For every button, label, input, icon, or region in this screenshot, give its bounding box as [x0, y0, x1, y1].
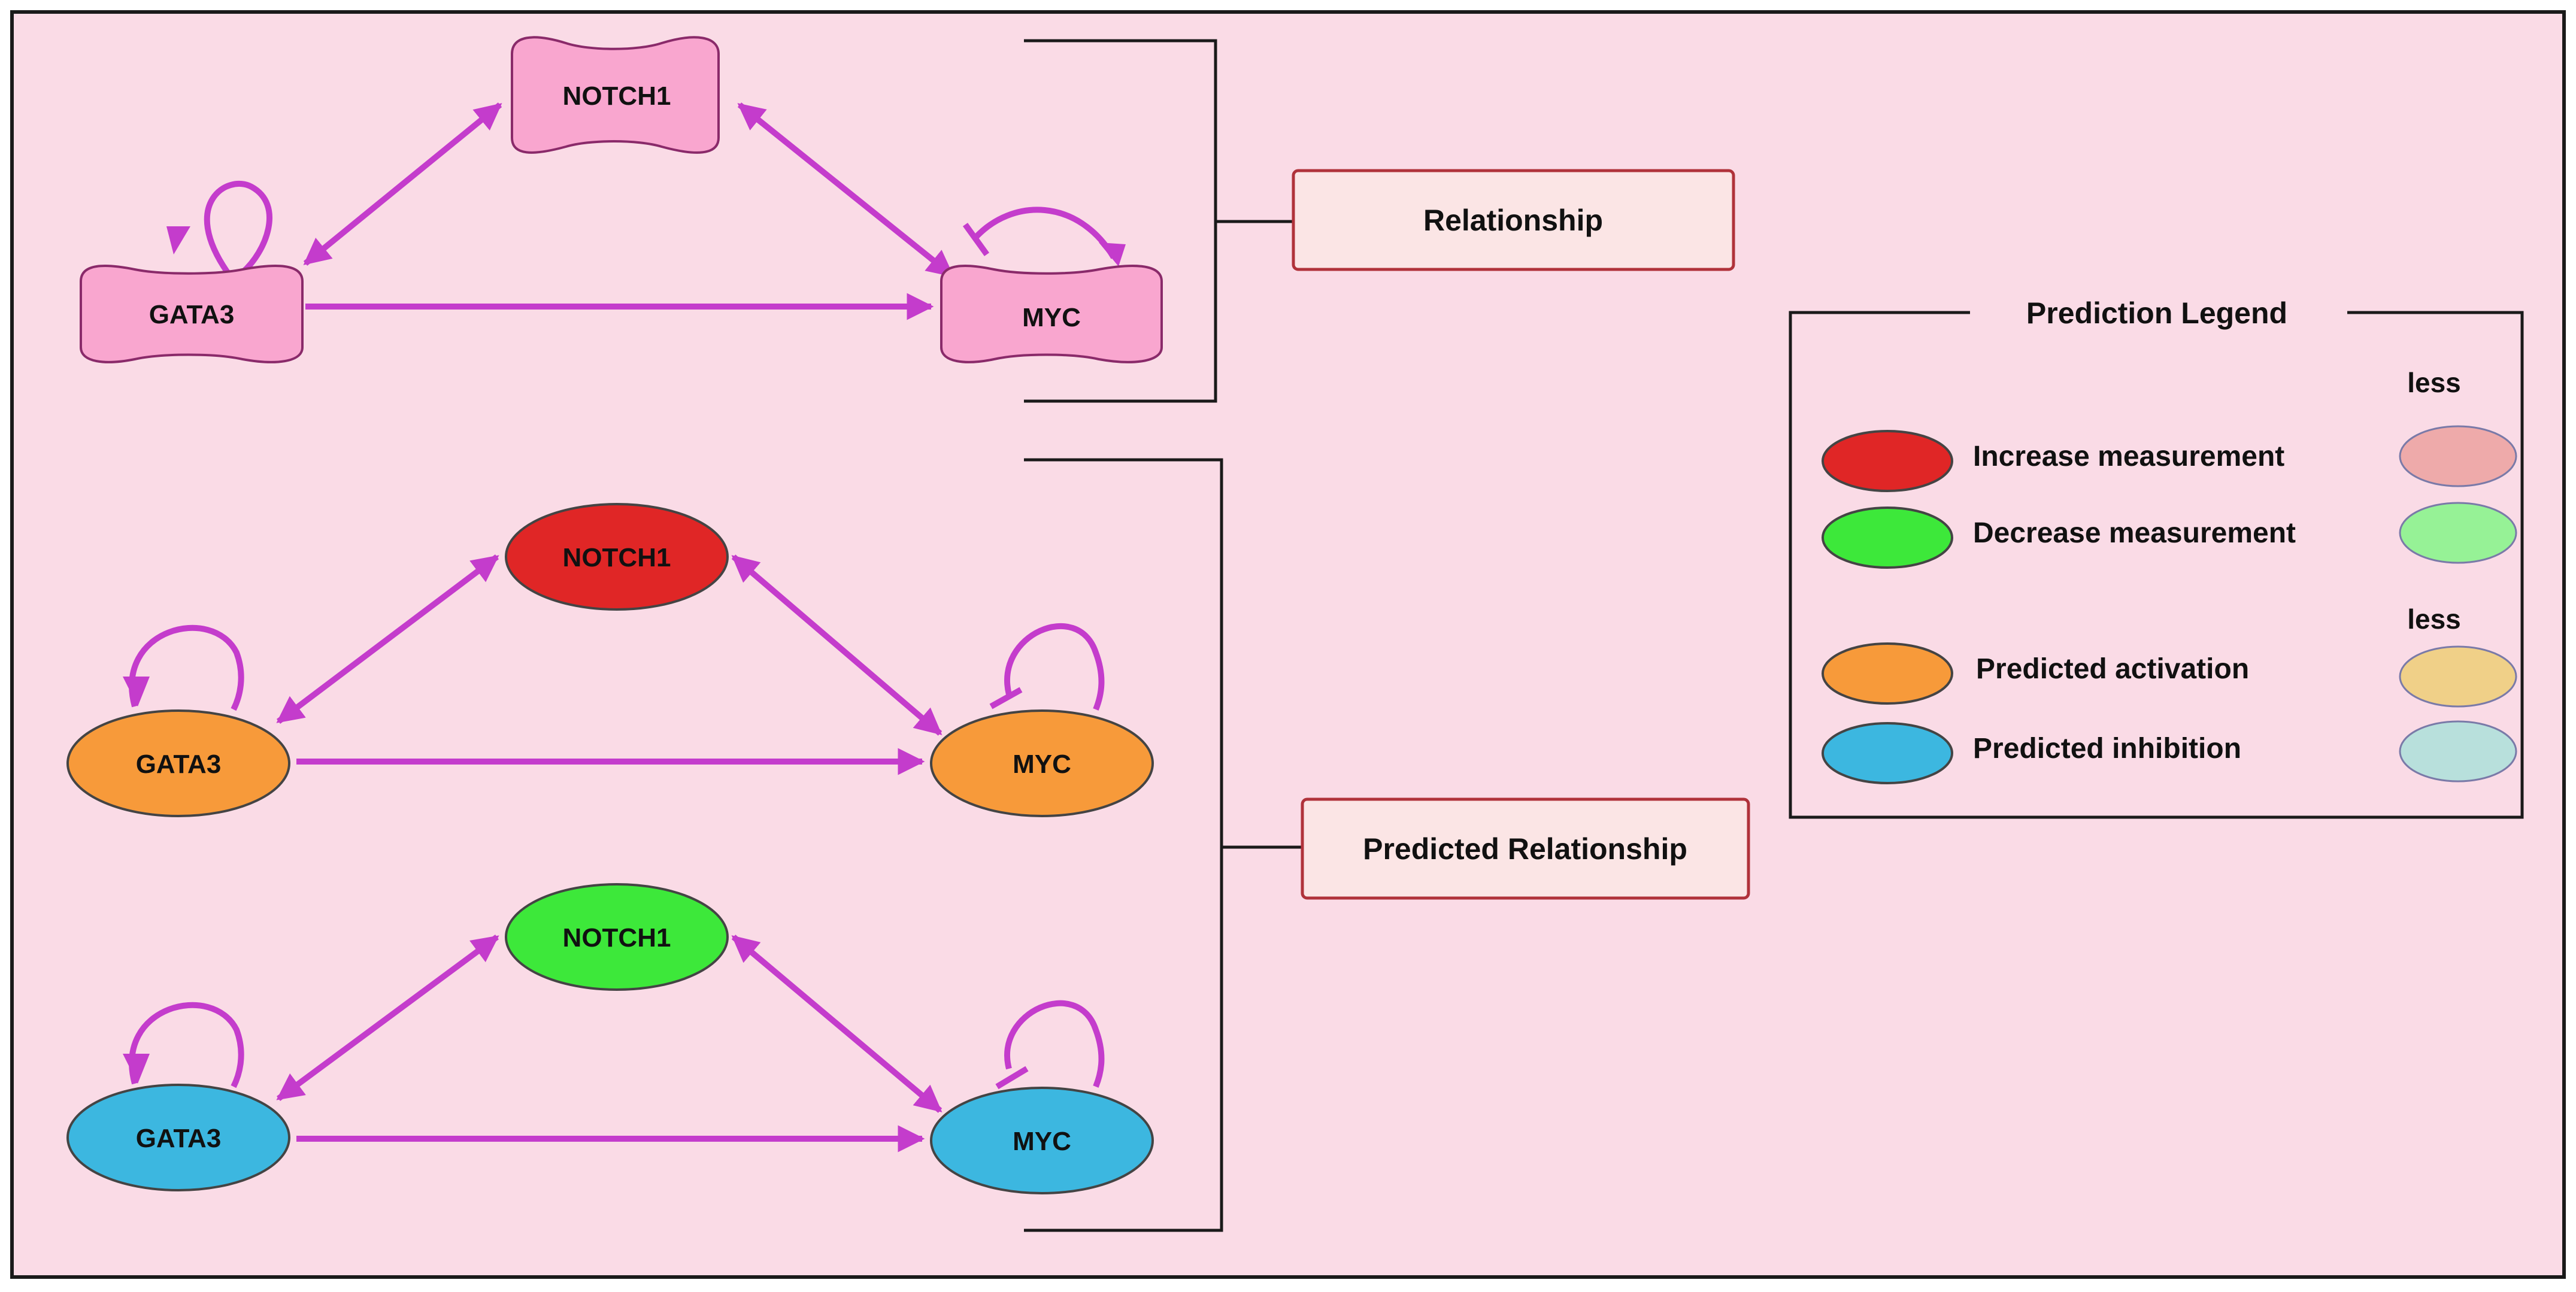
node-notch1: NOTCH1	[505, 503, 729, 611]
legend-item-increase: Increase measurement	[1822, 425, 2517, 492]
node-gata3: GATA3	[66, 709, 290, 817]
node-label-myc: MYC	[1013, 750, 1071, 779]
legend-label: Decrease measurement	[1973, 517, 2296, 549]
self-loop-myc	[1004, 623, 1105, 711]
legend-swatch-less	[2399, 645, 2517, 708]
relationship-label: Relationship	[1423, 204, 1603, 237]
legend-frame	[1789, 311, 2524, 819]
self-loop-myc	[972, 207, 1117, 259]
edge-gata3-notch1	[276, 554, 499, 724]
node-label-notch1: NOTCH1	[563, 543, 671, 572]
legend-label: Increase measurement	[1973, 441, 2284, 472]
legend-less-label-2: less	[2407, 603, 2461, 635]
edge-notch1-myc	[731, 554, 942, 736]
label-box-predicted-relationship: Predicted Relationship	[1301, 797, 1750, 900]
legend-item-activation: Predicted activation	[1822, 642, 2517, 708]
node-label-gata3: GATA3	[136, 1124, 222, 1153]
node-myc: MYC	[930, 1087, 1154, 1194]
inhibit-bar-myc	[989, 687, 1023, 709]
self-loop-arrowhead-gata3	[123, 677, 150, 706]
bracket-relationship	[1024, 39, 1293, 403]
node-label-myc: MYC	[1022, 303, 1081, 332]
edge-gata3-notch1	[276, 934, 499, 1102]
node-notch1: NOTCH1	[505, 883, 729, 991]
network-predicted-2: NOTCH1 GATA3 MYC	[66, 883, 1154, 1194]
self-loop-gata3	[129, 624, 244, 711]
node-notch1: NOTCH1	[511, 36, 720, 154]
outer-frame	[10, 10, 2566, 1279]
node-myc: MYC	[940, 265, 1163, 363]
bracket-predicted-relationship	[1024, 458, 1302, 1232]
node-label-notch1: NOTCH1	[563, 81, 671, 111]
legend-swatch-less	[2399, 425, 2517, 487]
self-loop-gata3	[129, 1002, 244, 1088]
edge-notch1-myc	[737, 102, 954, 278]
legend-label: Predicted inhibition	[1973, 733, 2241, 765]
node-label-gata3: GATA3	[149, 300, 235, 329]
inhibit-bar-myc	[995, 1066, 1029, 1090]
prediction-legend: Prediction Legend less less Increase mea…	[1789, 296, 2524, 819]
self-loop-myc	[1004, 1000, 1105, 1088]
self-loop-gata3	[204, 181, 272, 275]
legend-swatch-less	[2399, 720, 2517, 783]
node-myc: MYC	[930, 709, 1154, 817]
self-loop-arrowhead-gata3	[123, 1054, 150, 1084]
legend-less-label-1: less	[2407, 367, 2461, 398]
inhibit-bar-myc	[962, 223, 990, 256]
predicted-relationship-label: Predicted Relationship	[1363, 832, 1687, 866]
network-observed: NOTCH1 GATA3 MYC	[80, 36, 1163, 363]
node-label-notch1: NOTCH1	[563, 923, 671, 953]
legend-swatch	[1822, 507, 1953, 569]
legend-item-decrease: Decrease measurement	[1822, 502, 2517, 569]
legend-swatch	[1822, 430, 1953, 492]
edge-gata3-notch1	[303, 102, 502, 266]
legend-label: Predicted activation	[1976, 653, 2249, 685]
legend-swatch	[1822, 642, 1953, 705]
legend-swatch	[1822, 722, 1953, 784]
edge-notch1-myc	[731, 935, 942, 1113]
legend-swatch-less	[2399, 502, 2517, 564]
legend-item-inhibition: Predicted inhibition	[1822, 720, 2517, 784]
node-gata3: GATA3	[80, 265, 304, 363]
network-predicted-1: NOTCH1 GATA3 MYC	[66, 503, 1154, 817]
label-box-relationship: Relationship	[1292, 169, 1735, 271]
legend-title: Prediction Legend	[2026, 296, 2287, 330]
self-loop-arrowhead-myc	[1099, 242, 1126, 266]
self-loop-arrowhead-gata3	[166, 226, 190, 254]
node-gata3: GATA3	[66, 1084, 290, 1191]
node-label-gata3: GATA3	[136, 750, 222, 779]
node-label-myc: MYC	[1013, 1127, 1071, 1156]
